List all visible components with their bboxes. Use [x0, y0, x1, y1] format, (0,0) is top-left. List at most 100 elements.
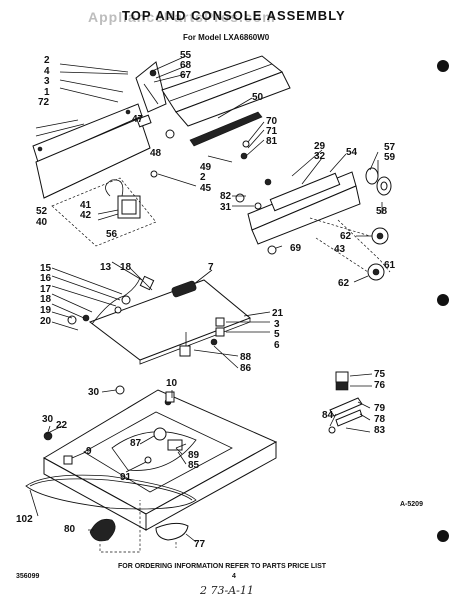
part-callouts: 2 4 3 1 72 55 68 67 50 47 48 70 71 81 49… [16, 50, 396, 550]
part-label: 29 [314, 141, 326, 152]
part-label: 87 [130, 438, 142, 449]
part-label: 69 [290, 243, 302, 254]
part-label: 81 [266, 136, 278, 147]
part-label: 55 [180, 50, 192, 61]
part-label: 89 [188, 450, 200, 461]
part-label: 31 [220, 202, 232, 213]
part-label: 68 [180, 60, 192, 71]
part-label: 21 [272, 308, 284, 319]
part-label: 85 [188, 460, 200, 471]
lid-switch [179, 317, 225, 357]
part-label: 16 [40, 273, 52, 284]
part-label: 77 [194, 539, 206, 550]
part-label: 80 [64, 524, 76, 535]
part-label: 49 [200, 162, 212, 173]
gasket [25, 474, 197, 510]
part-label: 4 [44, 66, 50, 77]
part-label: 47 [132, 114, 144, 125]
console-back-panel [32, 103, 151, 199]
part-label: 32 [314, 151, 326, 162]
part-label: 19 [40, 305, 52, 316]
part-label: 72 [38, 97, 50, 108]
leader-lines [59, 63, 129, 103]
part-label: 15 [40, 263, 52, 274]
leader-lines [275, 235, 372, 283]
part-label: 70 [266, 116, 278, 127]
switch-parts [67, 275, 155, 325]
part-label: 18 [40, 294, 52, 305]
part-label: 88 [240, 352, 252, 363]
part-label: 52 [36, 206, 48, 217]
part-label: 22 [56, 420, 68, 431]
punch-hole-icon [437, 530, 449, 542]
part-label: 3 [44, 76, 50, 87]
part-label: 3 [274, 319, 280, 330]
part-label: 40 [36, 217, 48, 228]
diagram-code: A-5209 [400, 501, 423, 508]
watermark: AppliancePartsPros.com [88, 9, 276, 25]
console-cover [161, 55, 291, 127]
part-label: 41 [80, 200, 92, 211]
lid-hinge [89, 500, 189, 553]
part-label: 102 [16, 514, 33, 525]
small-clip [136, 114, 250, 178]
part-label: 20 [40, 316, 52, 327]
part-label: 84 [322, 410, 334, 421]
part-label: 45 [200, 183, 212, 194]
part-label: 79 [374, 403, 386, 414]
part-label: 18 [120, 262, 132, 273]
leader-lines [35, 119, 85, 137]
part-label: 91 [120, 472, 132, 483]
part-label: 43 [334, 244, 346, 255]
part-label: 67 [180, 70, 192, 81]
part-label: 48 [150, 148, 162, 159]
part-label: 62 [338, 278, 350, 289]
leader-lines [232, 149, 347, 207]
leader-lines [149, 55, 187, 83]
punch-hole-icon [437, 294, 449, 306]
part-label: 30 [42, 414, 54, 425]
part-label: 71 [266, 126, 278, 137]
leader-lines [97, 209, 119, 221]
part-label: 56 [106, 229, 118, 240]
part-label: 2 [200, 172, 206, 183]
leader-lines [157, 121, 265, 187]
leader-lines [329, 373, 373, 433]
end-cap-bracket [135, 61, 167, 113]
part-label: 1 [44, 87, 50, 98]
leader-lines [193, 311, 271, 369]
control-panel [235, 171, 361, 245]
part-label: 7 [208, 262, 214, 273]
part-label: 5 [274, 329, 280, 340]
part-label: 78 [374, 414, 386, 425]
leader-lines [51, 261, 213, 331]
part-label: 61 [384, 260, 396, 271]
cabinet-top [42, 389, 278, 531]
document-number: 356099 [16, 573, 39, 580]
punch-hole-icon [437, 60, 449, 72]
handwritten-note: 2 73-A-11 [199, 584, 254, 597]
selector-knob [267, 217, 391, 281]
diagram-title: TOP AND CONSOLE ASSEMBLY [122, 8, 346, 23]
trim-strip [189, 111, 263, 147]
part-label: 57 [384, 142, 396, 153]
footer-note: FOR ORDERING INFORMATION REFER TO PARTS … [118, 563, 327, 570]
dial-knob [365, 167, 392, 196]
timer-motor [51, 177, 157, 247]
part-label: 82 [220, 191, 232, 202]
part-label: 83 [374, 425, 386, 436]
part-label: 42 [80, 210, 92, 221]
part-label: 75 [374, 369, 386, 380]
part-label: 76 [374, 380, 386, 391]
part-label: 2 [44, 55, 50, 66]
part-label: 86 [240, 363, 252, 374]
part-label: 50 [252, 92, 264, 103]
part-label: 30 [88, 387, 100, 398]
part-label: 59 [384, 152, 396, 163]
part-label: 13 [100, 262, 112, 273]
switch-kit [328, 371, 363, 434]
part-label: 62 [340, 231, 352, 242]
leader-lines [217, 97, 253, 119]
leader-lines [369, 151, 383, 214]
